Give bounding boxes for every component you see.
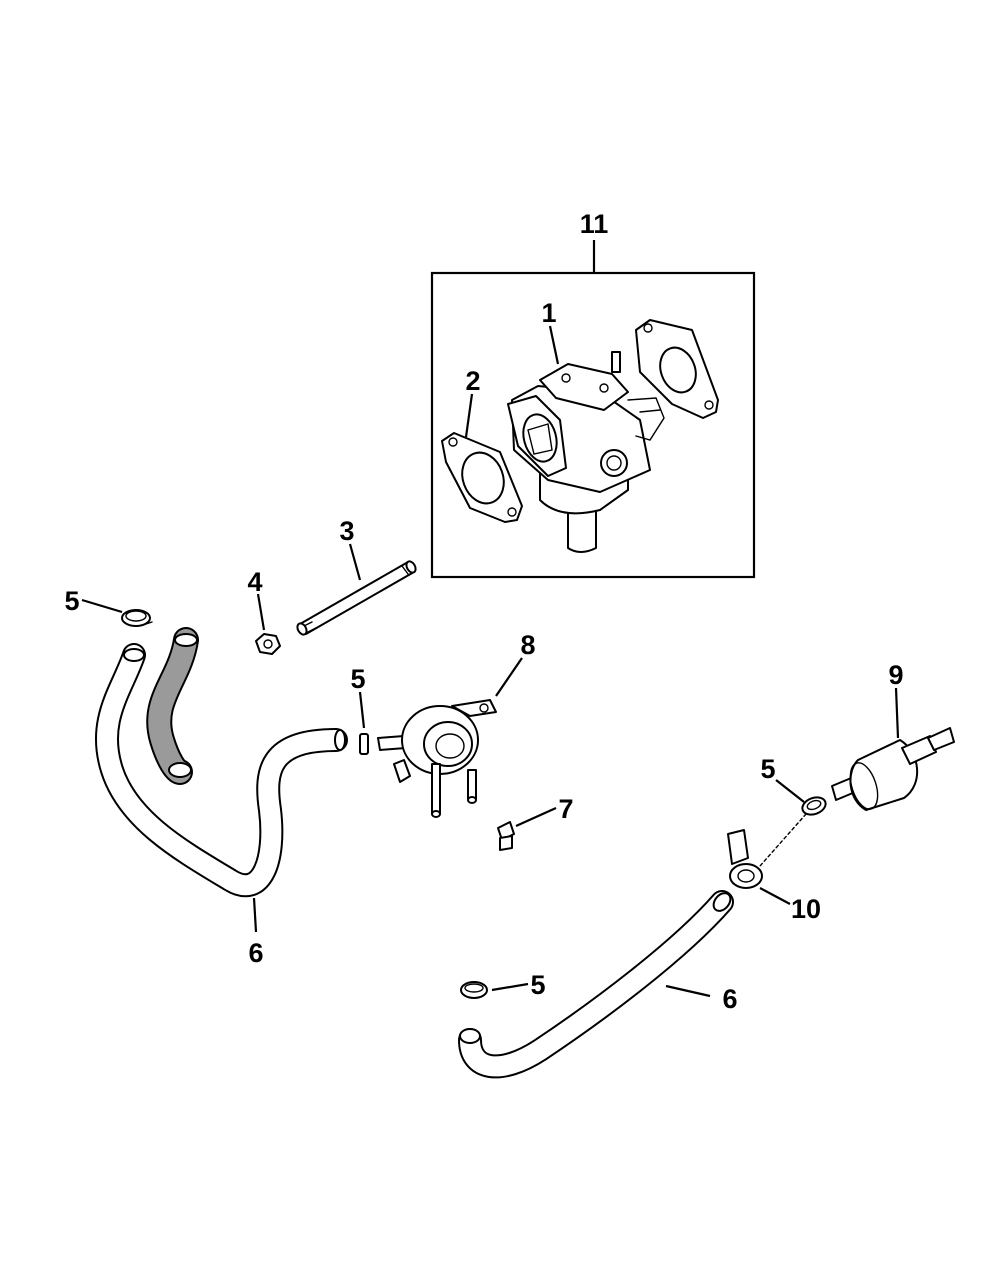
screw[interactable] xyxy=(497,821,515,851)
fuel-filter[interactable] xyxy=(831,727,955,813)
nut-leader xyxy=(256,593,266,631)
filter-leader xyxy=(894,687,900,739)
carburetor-leader xyxy=(548,325,560,365)
callout-3[interactable]: 3 xyxy=(339,516,354,546)
gasket[interactable] xyxy=(441,432,523,523)
clamp-middle-leader xyxy=(358,691,366,729)
upper-gasket[interactable] xyxy=(635,319,719,419)
callout-8[interactable]: 8 xyxy=(520,630,535,660)
callout-11[interactable]: 11 xyxy=(580,209,609,239)
screw-leader xyxy=(515,806,557,828)
clamp-right-guide xyxy=(759,813,807,867)
callout-5-right[interactable]: 5 xyxy=(760,754,775,784)
hose-left-leader xyxy=(252,897,258,933)
callout-9[interactable]: 9 xyxy=(888,660,903,690)
clamp-right-leader xyxy=(775,779,805,803)
fuel-pump[interactable] xyxy=(377,699,497,818)
callout-5-bottom[interactable]: 5 xyxy=(530,970,545,1000)
nut[interactable] xyxy=(255,633,281,655)
clamp-top-left-leader xyxy=(81,598,123,614)
stud-leader xyxy=(348,543,362,581)
clamp-bottom-leader xyxy=(491,982,529,992)
hose-clamp-middle[interactable] xyxy=(359,733,369,755)
fuel-hose-left[interactable] xyxy=(95,643,348,898)
hose-bottom-leader xyxy=(665,984,711,998)
gasket-leader xyxy=(464,393,474,438)
carburetor-kit-group: 11 xyxy=(430,209,756,579)
hose-clip[interactable] xyxy=(727,829,763,889)
callout-10[interactable]: 10 xyxy=(791,894,821,924)
callout-5-middle[interactable]: 5 xyxy=(350,664,365,694)
callout-2[interactable]: 2 xyxy=(465,366,480,396)
carburetor[interactable] xyxy=(507,351,665,553)
callout-6-left[interactable]: 6 xyxy=(248,938,263,968)
stud[interactable] xyxy=(296,560,418,636)
hose-clamp-top-left[interactable] xyxy=(121,609,153,627)
fuel-hose-shaded[interactable] xyxy=(146,627,199,785)
pump-leader xyxy=(495,657,523,697)
callout-1[interactable]: 1 xyxy=(541,298,556,328)
callout-7[interactable]: 7 xyxy=(558,794,573,824)
callout-6-bottom[interactable]: 6 xyxy=(722,984,737,1014)
fuel-hose-bottom[interactable] xyxy=(458,890,734,1079)
hose-clamp-bottom[interactable] xyxy=(460,981,488,999)
hose-clamp-right[interactable] xyxy=(800,794,828,817)
callout-4[interactable]: 4 xyxy=(247,567,262,597)
clip-leader xyxy=(759,887,791,905)
callout-5-top-left[interactable]: 5 xyxy=(64,586,79,616)
